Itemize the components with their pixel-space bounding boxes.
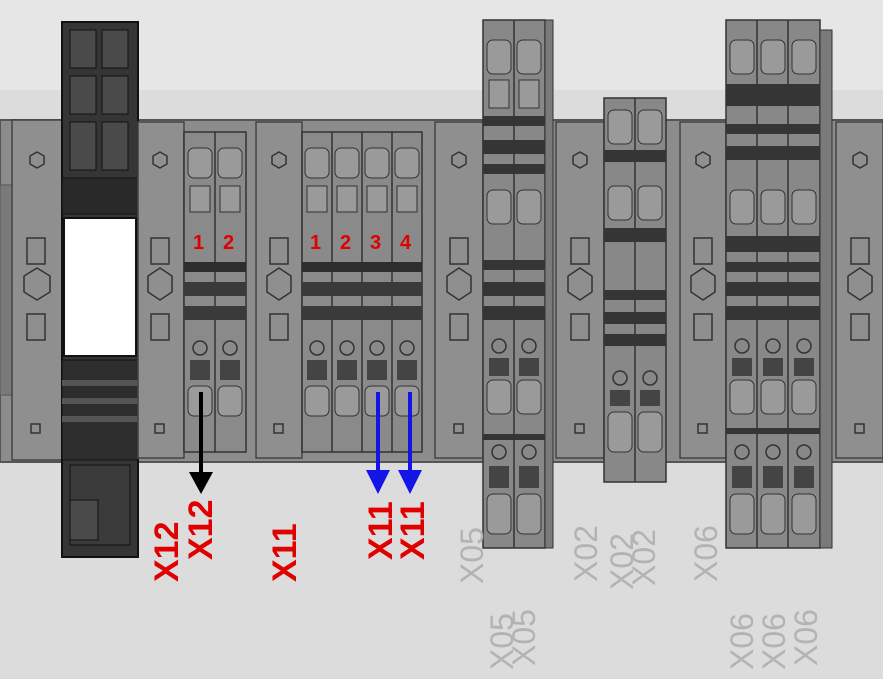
label-x06-c: X06: [756, 613, 792, 670]
label-x05-c: X05: [506, 609, 542, 666]
label-x06-d: X06: [788, 609, 824, 666]
terminal-number-x12-2: 2: [223, 232, 235, 254]
terminal-number-x11-1: 1: [310, 232, 322, 254]
din-rail-left-lip: [0, 184, 13, 396]
end-stopper-7: [835, 121, 883, 459]
label-x06-b: X06: [724, 613, 760, 670]
label-x11-b: X11: [362, 501, 400, 560]
end-stopper-5: [555, 121, 605, 459]
blue-arrow-3: [366, 392, 390, 494]
x05-terminal-block: [482, 19, 554, 549]
label-x12-a: X12: [148, 521, 186, 583]
label-x12-b: X12: [182, 499, 220, 561]
x11-terminal-block: [301, 131, 423, 453]
label-x11-c: X11: [394, 501, 432, 560]
x06-terminal-block: [725, 19, 833, 549]
label-x02-c: X02: [626, 529, 662, 586]
end-stopper-1: [11, 119, 63, 461]
end-stopper-6: [679, 121, 727, 459]
terminal-number-x11-4: 4: [400, 232, 412, 254]
terminal-number-x12-1: 1: [193, 232, 205, 254]
end-stopper-3: [255, 121, 303, 459]
x02-terminal-block: [603, 97, 667, 483]
label-x02-a: X02: [568, 525, 604, 582]
label-x11-a: X11: [266, 523, 304, 582]
label-x05-a: X05: [454, 527, 490, 584]
end-stopper-4: [434, 121, 484, 459]
dark-module: [61, 21, 139, 558]
x12-terminal-block: [183, 131, 247, 453]
black-arrow: [189, 392, 213, 494]
label-x06-a: X06: [688, 525, 724, 582]
terminal-number-x11-3: 3: [370, 232, 382, 254]
end-stopper-2: [137, 121, 185, 459]
blue-arrow-4: [398, 392, 422, 494]
terminal-number-x11-2: 2: [340, 232, 352, 254]
